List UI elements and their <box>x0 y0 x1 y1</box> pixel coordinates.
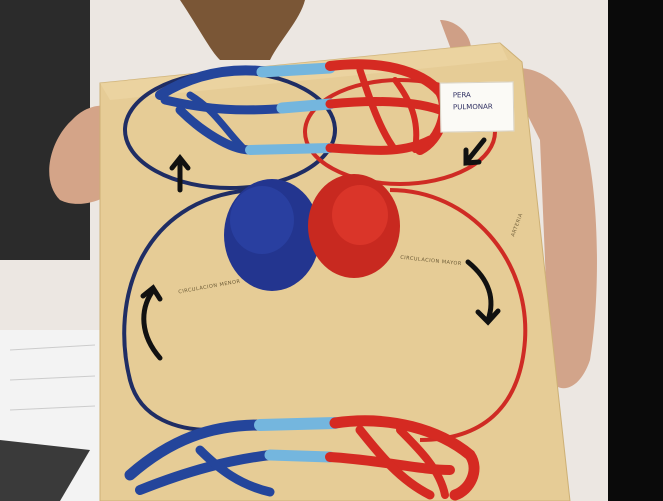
label-card: PERA PULMONAR <box>440 81 515 132</box>
label-card-line2: PULMONAR <box>453 100 513 113</box>
black-right-edge <box>608 0 663 501</box>
label-card-line1: PERA <box>453 88 513 101</box>
